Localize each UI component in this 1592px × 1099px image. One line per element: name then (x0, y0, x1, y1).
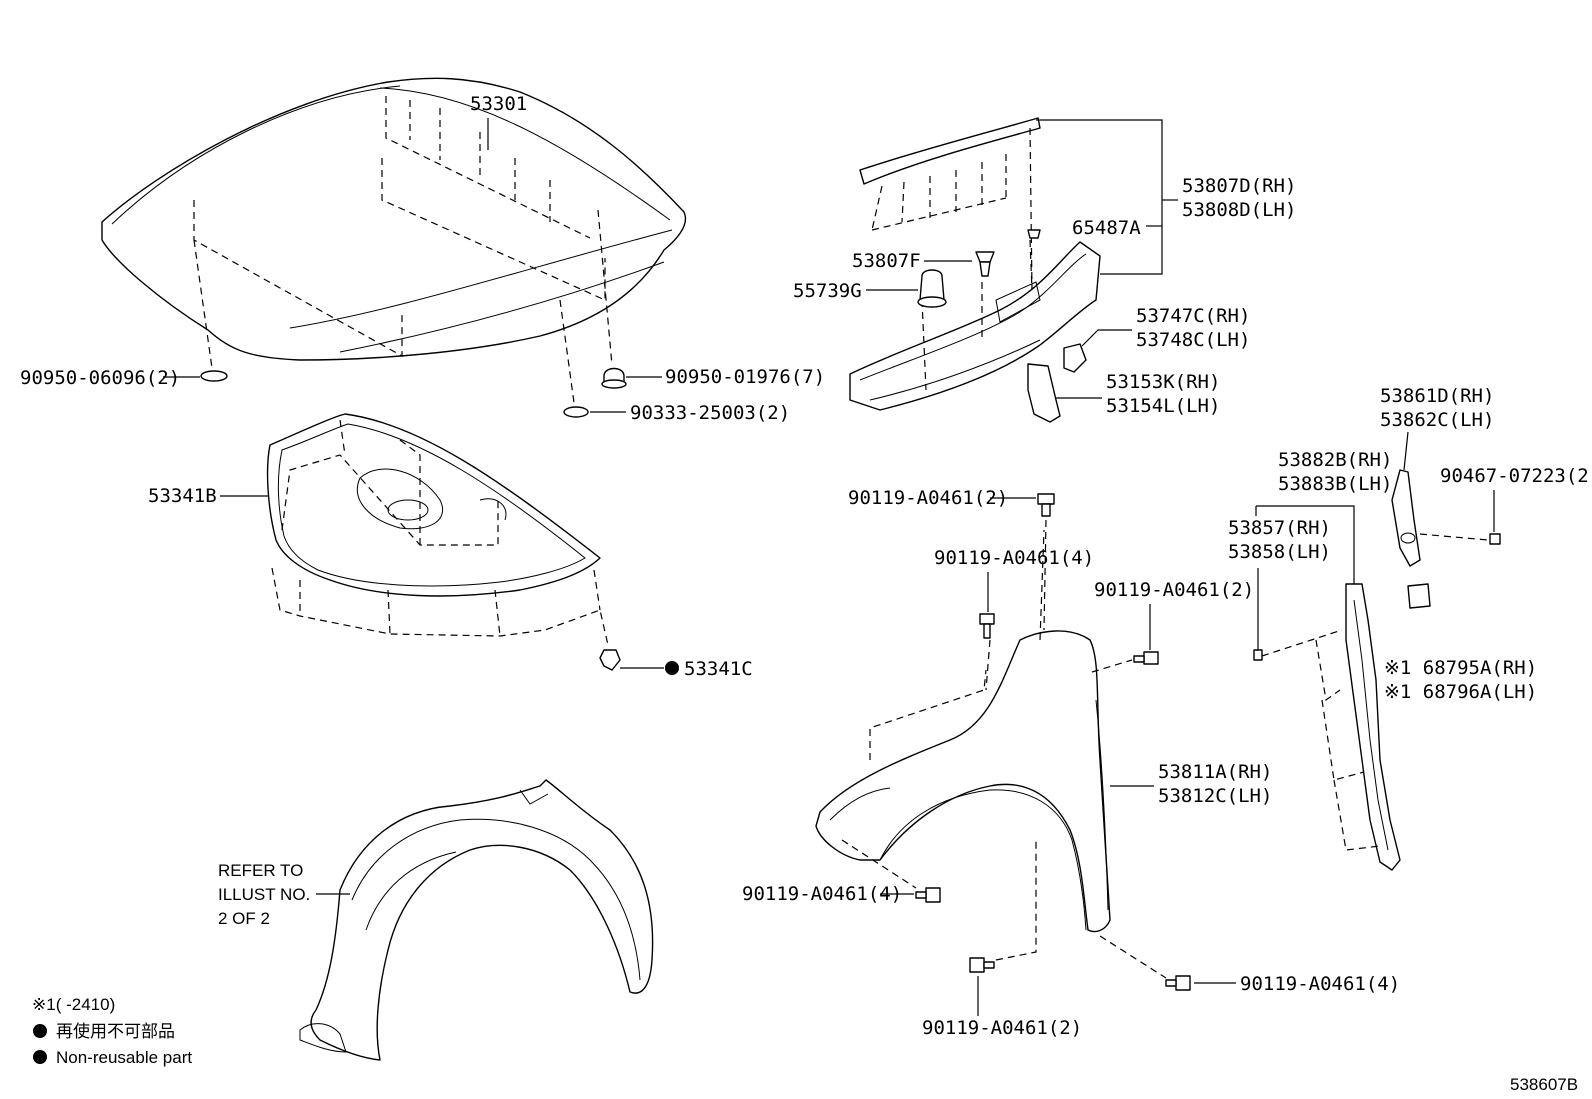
seal-lh-label: 53154L(LH) (1106, 395, 1220, 417)
wheel-liner (299, 779, 654, 1061)
stay-icon (1253, 649, 1263, 661)
fender-protector (1391, 469, 1421, 567)
grommet-label: 90950-06096(2) (20, 367, 180, 389)
bolt-right-icon (1133, 651, 1159, 665)
fender-lh-label: 53812C(LH) (1158, 785, 1272, 807)
bolt-bottom-icon (969, 957, 995, 973)
bolt-rear-label: 90119-A0461(4) (1240, 973, 1400, 995)
cowl-seal-lh-label: 53808D(LH) (1182, 199, 1296, 221)
refer-line2: ILLUST NO. (218, 885, 310, 904)
stay-lh-label: 53858(LH) (1228, 541, 1331, 563)
pad-icon (1407, 583, 1431, 609)
bolt-bottom-label: 90119-A0461(2) (922, 1017, 1082, 1039)
jp-note: 再使用不可部品 (56, 1021, 175, 1041)
cushion-55739g-icon (917, 269, 947, 308)
pad-rh-label: ※1 68795A(RH) (1384, 657, 1537, 679)
fender-rh-label: 53811A(RH) (1158, 761, 1272, 783)
bolt-mid-label: 90119-A0461(4) (934, 547, 1094, 569)
bolt-top-label: 90119-A0461(2) (848, 487, 1008, 509)
front-fender (815, 630, 1111, 933)
protector-lh-label: 53862C(LH) (1380, 409, 1494, 431)
pad-lh-label: ※1 68796A(LH) (1384, 681, 1537, 703)
liner-lh-label: 53883B(LH) (1278, 473, 1392, 495)
refer-line1: REFER TO (218, 861, 303, 880)
clip-65487a-icon (1027, 229, 1041, 239)
bolt-front-icon (915, 887, 941, 903)
bolt-top-icon (1037, 493, 1055, 517)
hood-clip-icon (601, 367, 627, 389)
hood-clip-label: 90950-01976(7) (665, 366, 825, 388)
insulator-clip-icon (599, 649, 621, 671)
hood-insulator (266, 413, 609, 646)
bolt-front-label: 90119-A0461(4) (742, 883, 902, 905)
clip-53807f-label: 53807F (852, 250, 921, 272)
clip-53807f-icon (975, 251, 995, 277)
plug-label: 90333-25003(2) (630, 402, 790, 424)
fender-liner (1345, 583, 1401, 871)
plug-icon (563, 406, 589, 418)
cushion-55739g-label: 55739G (793, 280, 862, 302)
date-note: ※1( -2410) (32, 995, 115, 1014)
seal-icon (1027, 363, 1061, 423)
clip-90467-icon (1489, 533, 1501, 545)
grommet-icon (200, 370, 228, 382)
insulator-label: 53341B (148, 485, 217, 507)
cowl-extension (849, 241, 1101, 411)
note-dot-icon (33, 1024, 47, 1038)
protector-rh-label: 53861D(RH) (1380, 385, 1494, 407)
bracket-rh-label: 53747C(RH) (1136, 305, 1250, 327)
diagram-id: 538607B (1510, 1075, 1578, 1094)
note-dot-icon-2 (33, 1050, 47, 1064)
en-note: Non-reusable part (56, 1048, 192, 1067)
bolt-mid-icon (979, 613, 995, 639)
bracket-icon (1063, 343, 1087, 373)
bolt-right-label: 90119-A0461(2) (1094, 579, 1254, 601)
bracket-lh-label: 53748C(LH) (1136, 329, 1250, 351)
clip-90467-label: 90467-07223(2) (1440, 465, 1592, 487)
refer-line3: 2 OF 2 (218, 909, 270, 928)
bolt-rear-icon (1165, 975, 1191, 991)
cowl-seal-rh-label: 53807D(RH) (1182, 175, 1296, 197)
clip-65487a-label: 65487A (1072, 217, 1141, 239)
insulator-clip-label: 53341C (684, 658, 753, 680)
non-reusable-dot-icon (665, 661, 679, 675)
hood-label: 53301 (470, 93, 527, 115)
stay-rh-label: 53857(RH) (1228, 517, 1331, 539)
seal-rh-label: 53153K(RH) (1106, 371, 1220, 393)
cowl-seal (859, 117, 1041, 291)
hood-panel (101, 77, 687, 411)
liner-rh-label: 53882B(RH) (1278, 449, 1392, 471)
